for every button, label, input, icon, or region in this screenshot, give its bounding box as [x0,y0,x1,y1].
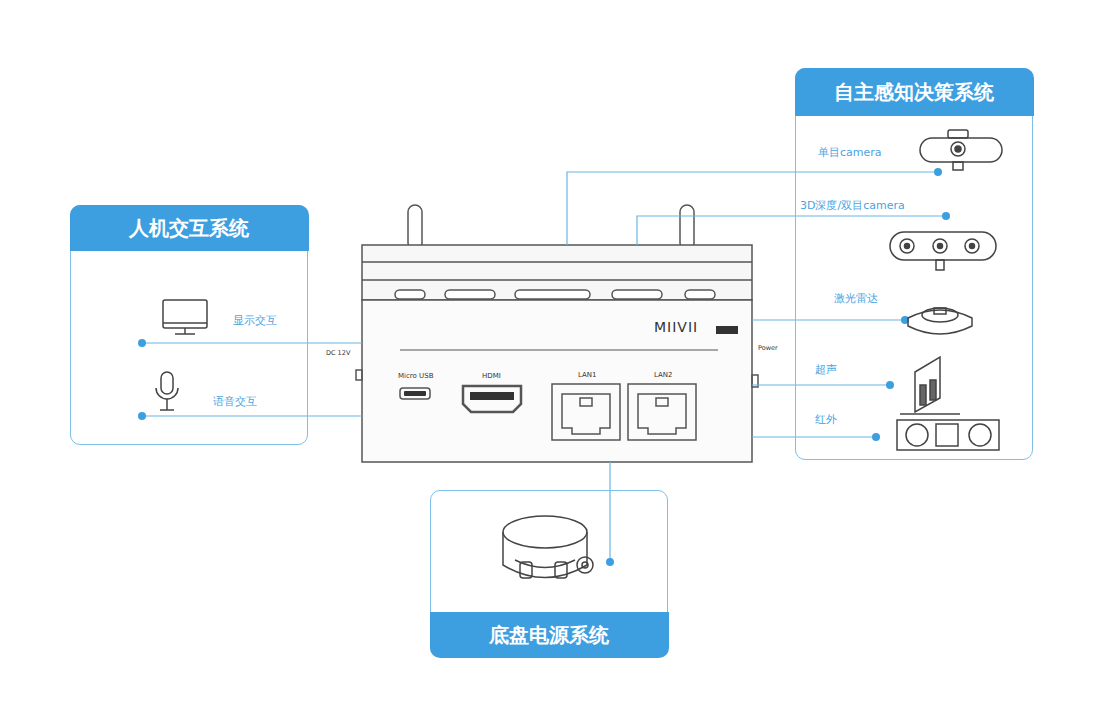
item-label: 红外 [815,412,837,427]
panel-heading: 底盘电源系统 [430,612,669,658]
device-box: MIIVII [362,245,752,462]
leader-line [567,172,795,245]
panel-heading: 自主感知决策系统 [795,68,1034,116]
leader-line [752,436,795,437]
item-label: 激光雷达 [834,291,878,306]
system-panel: 底盘电源系统 [430,490,668,657]
item-label: 单目camera [818,145,882,160]
leader-line [752,319,795,320]
leader-line [308,342,362,343]
item-label: 超声 [815,362,837,377]
leader-line [609,462,610,490]
panel-heading: 人机交互系统 [70,205,309,251]
item-label: 3D深度/双目camera [800,198,905,213]
port-label: DC 12V [326,349,350,357]
port-label: Micro USB [398,372,433,380]
leader-line [752,384,795,385]
brand-logo: MIIVII [654,319,698,335]
port-label: LAN1 [578,371,597,379]
port-label: Power [758,344,778,352]
port-label: HDMI [482,372,501,380]
item-label: 显示交互 [233,313,277,328]
port-label: LAN2 [654,371,673,379]
item-label: 语音交互 [213,394,257,409]
system-panel: 自主感知决策系统 [795,68,1033,460]
leader-line [637,216,795,245]
leader-line [308,415,362,416]
